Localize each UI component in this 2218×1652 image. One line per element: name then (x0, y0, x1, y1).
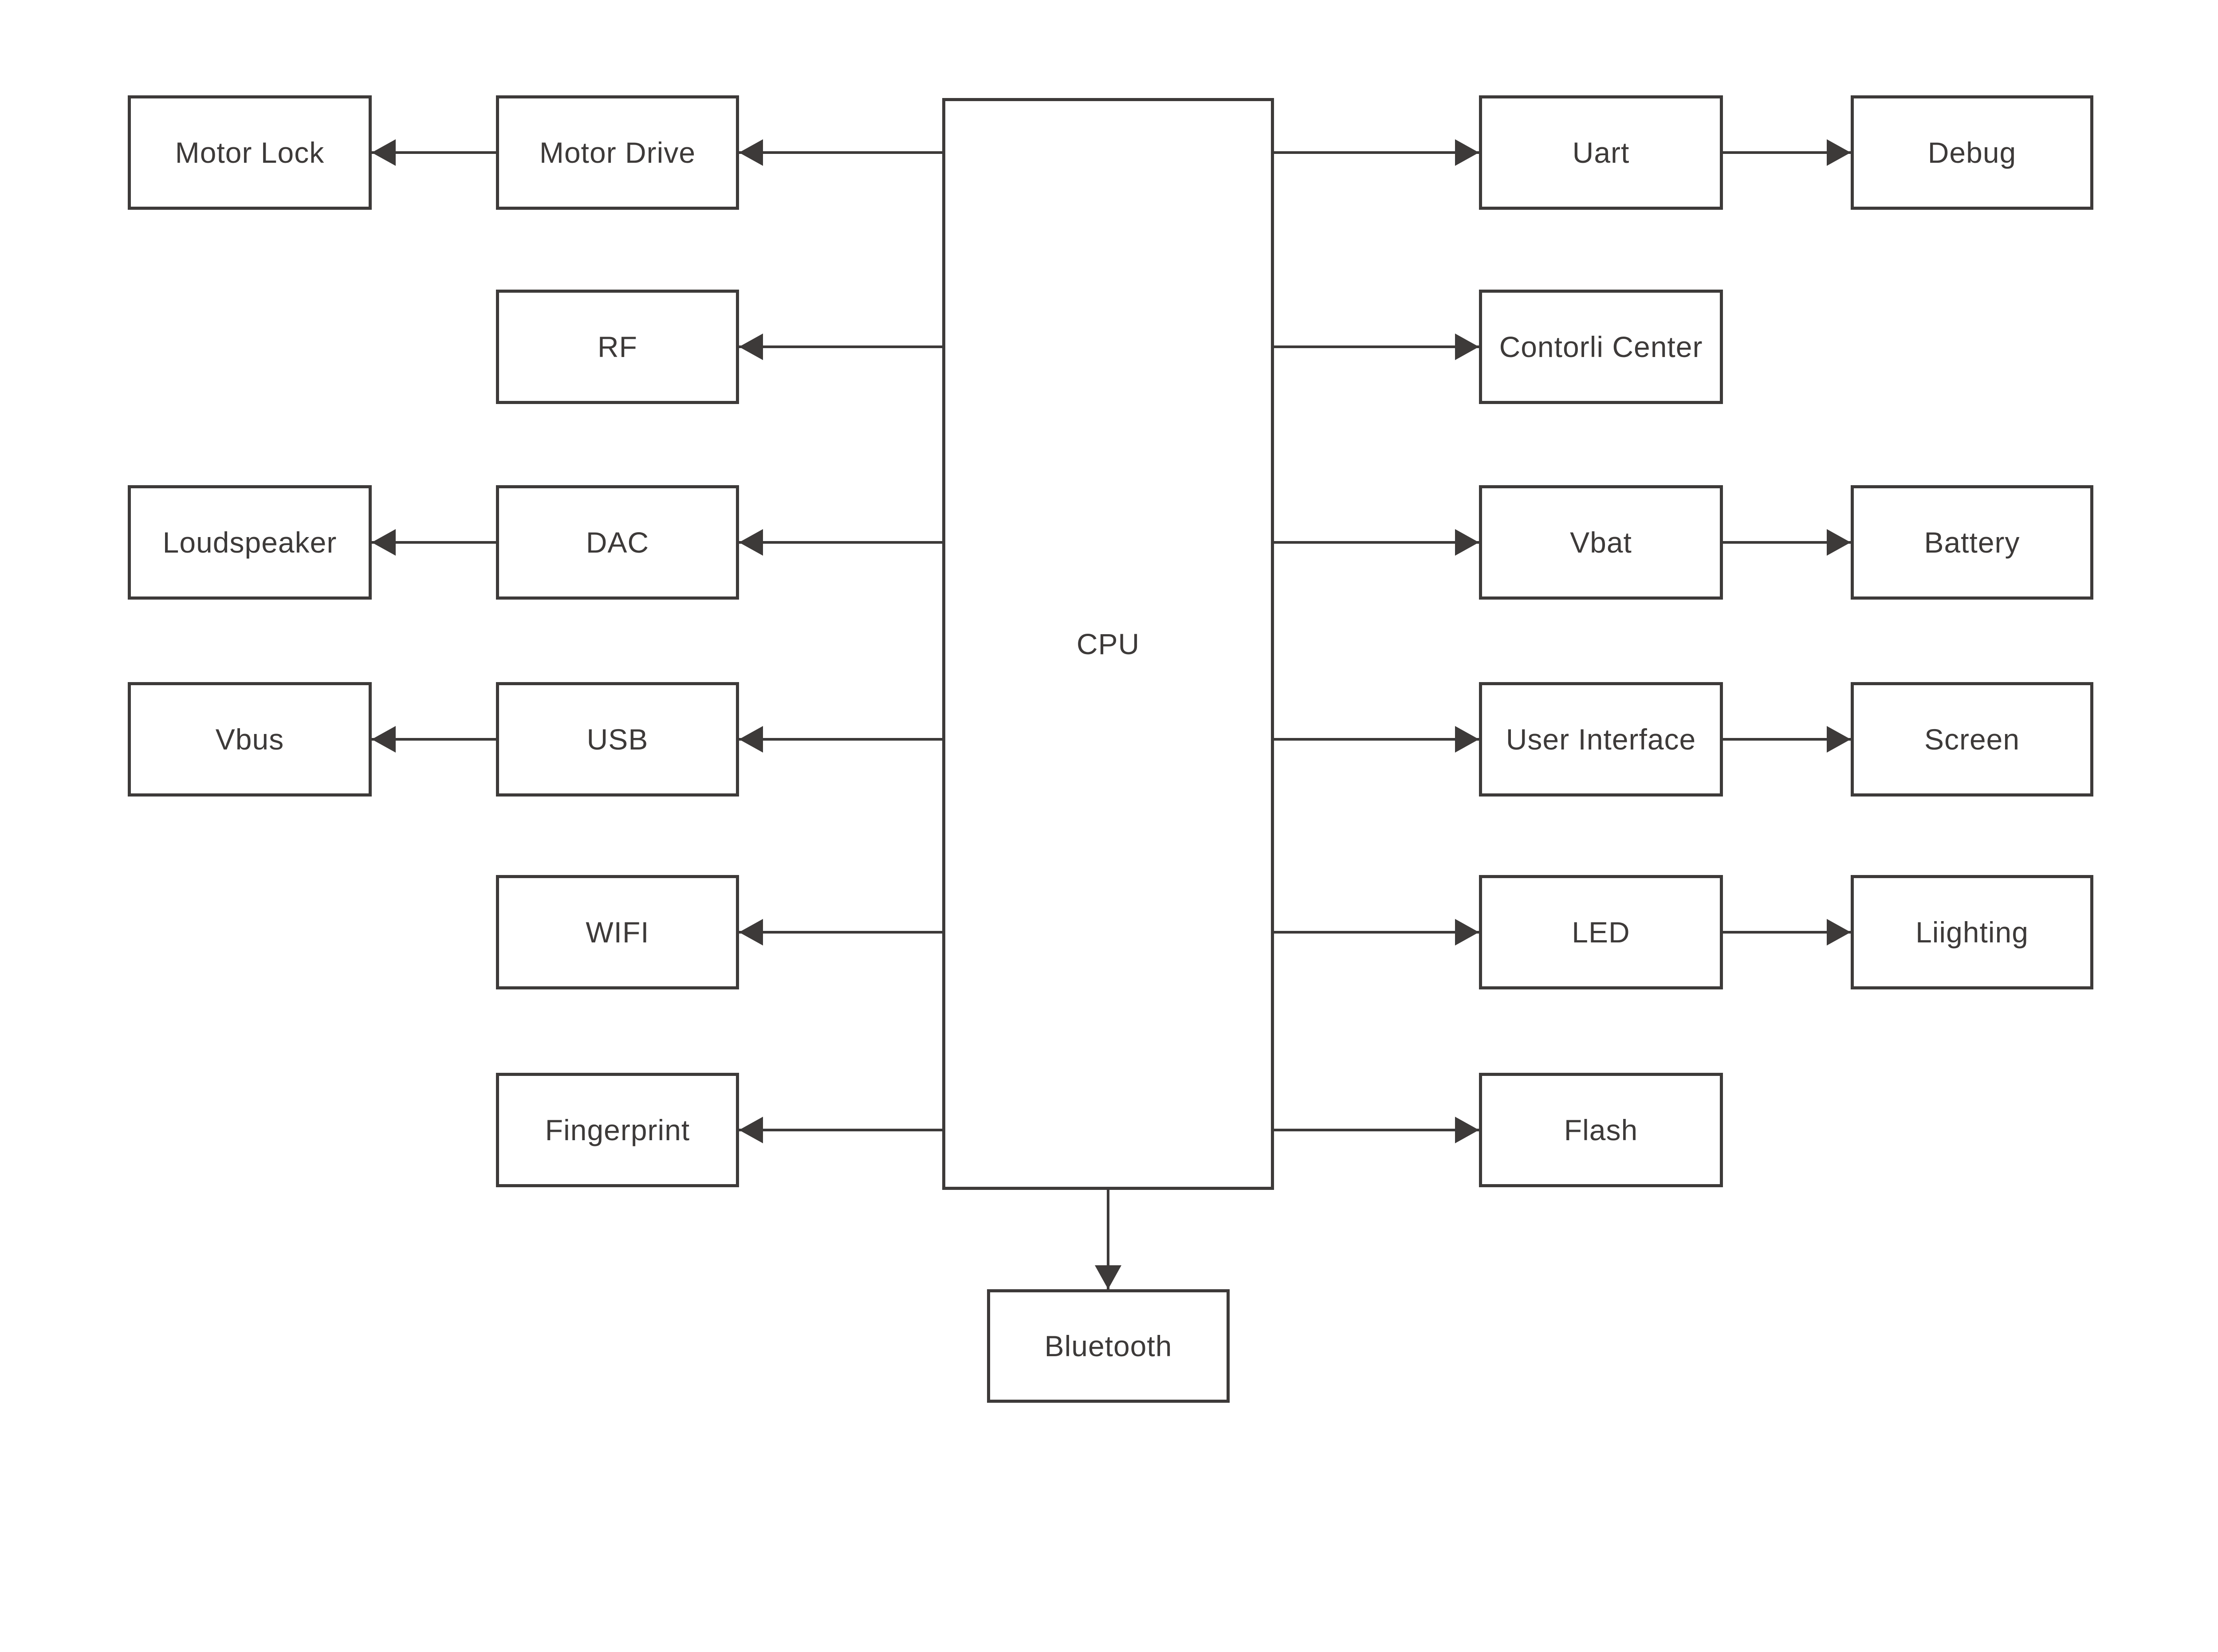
node-label: Motor Lock (175, 136, 325, 169)
node-rf: RF (496, 290, 739, 404)
node-screen: Screen (1851, 682, 2093, 797)
node-label: CPU (1076, 628, 1140, 660)
node-flash: Flash (1479, 1073, 1723, 1187)
node-wifi: WIFI (496, 875, 739, 989)
node-label: User Interface (1506, 723, 1696, 756)
node-label: LED (1572, 916, 1630, 949)
node-label: Battery (1924, 526, 2020, 559)
node-vbus: Vbus (128, 682, 372, 797)
node-label: Bluetooth (1044, 1330, 1172, 1362)
node-label: Vbus (215, 723, 284, 756)
node-loudspeaker: Loudspeaker (128, 485, 372, 600)
node-label: Fingerprint (545, 1114, 690, 1146)
node-label: Flash (1564, 1114, 1638, 1146)
node-label: Liighting (1915, 916, 2029, 949)
node-usb: USB (496, 682, 739, 797)
edges-group (372, 139, 1851, 1289)
node-fingerprint: Fingerprint (496, 1073, 739, 1187)
node-motor-drive: Motor Drive (496, 95, 739, 210)
node-label: WIFI (586, 916, 649, 949)
node-vbat: Vbat (1479, 485, 1723, 600)
node-label: Uart (1572, 136, 1630, 169)
node-user-interface: User Interface (1479, 682, 1723, 797)
node-label: Motor Drive (539, 136, 696, 169)
node-label: Vbat (1570, 526, 1632, 559)
node-debug: Debug (1851, 95, 2093, 210)
node-cpu: CPU (942, 98, 1274, 1190)
node-battery: Battery (1851, 485, 2093, 600)
node-label: DAC (586, 526, 649, 559)
node-dac: DAC (496, 485, 739, 600)
node-uart: Uart (1479, 95, 1723, 210)
node-liighting: Liighting (1851, 875, 2093, 989)
node-label: Contorli Center (1499, 330, 1703, 363)
node-motor-lock: Motor Lock (128, 95, 372, 210)
node-contorli-center: Contorli Center (1479, 290, 1723, 404)
node-label: Loudspeaker (162, 526, 337, 559)
node-bluetooth: Bluetooth (987, 1289, 1230, 1403)
node-led: LED (1479, 875, 1723, 989)
node-label: Debug (1927, 136, 2017, 169)
node-label: RF (598, 330, 637, 363)
node-label: Screen (1924, 723, 2020, 756)
node-label: USB (586, 723, 649, 756)
